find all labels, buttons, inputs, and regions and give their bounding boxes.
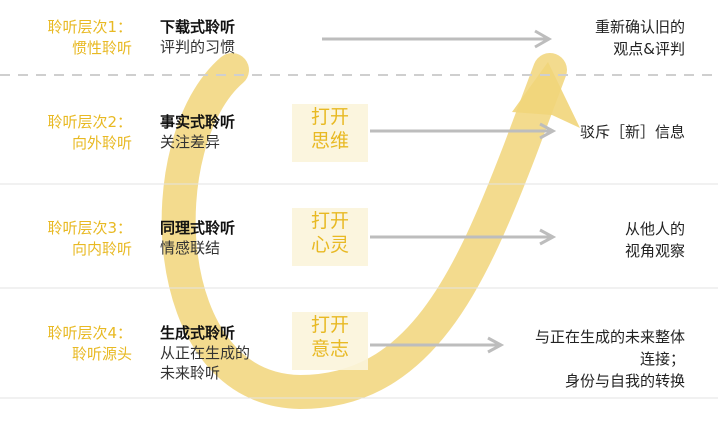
level-1-mode: 下载式聆听 评判的习惯 (160, 17, 235, 57)
level-2-open-line-2: 思维 (300, 129, 360, 153)
level-3-mode-desc: 情感联结 (160, 238, 235, 258)
level-2-mode-desc: 关注差异 (160, 132, 235, 152)
level-4-outcome: 与正在生成的未来整体 连接； 身份与自我的转换 (535, 326, 685, 392)
level-2-sub: 向外聆听 (22, 133, 132, 154)
level-3-open-line-1: 打开 (300, 209, 360, 233)
level-3-mode: 同理式聆听 情感联结 (160, 218, 235, 258)
level-4-open-line-1: 打开 (300, 313, 360, 337)
level-2-outcome: 驳斥［新］信息 (580, 121, 685, 143)
level-4-label: 聆听层次4： 聆听源头 (22, 323, 132, 365)
level-4-mode-desc: 从正在生成的 (160, 343, 250, 363)
level-4-name: 聆听层次4： (22, 323, 132, 344)
level-2-label: 聆听层次2： 向外聆听 (22, 112, 132, 154)
level-3-open-line-2: 心灵 (300, 233, 360, 257)
level-1-outcome: 重新确认旧的 观点&评判 (595, 16, 685, 60)
level-3-label: 聆听层次3： 向内聆听 (22, 218, 132, 260)
level-1-mode-title: 下载式聆听 (160, 17, 235, 37)
level-2-outcome-line-1: 驳斥［新］信息 (580, 121, 685, 143)
level-2-mode: 事实式聆听 关注差异 (160, 112, 235, 152)
level-3-sub: 向内聆听 (22, 239, 132, 260)
level-4-open: 打开 意志 (300, 313, 360, 361)
level-3-outcome-line-1: 从他人的 (625, 218, 685, 240)
level-2-open-line-1: 打开 (300, 105, 360, 129)
level-4-sub: 聆听源头 (22, 344, 132, 365)
level-3-open: 打开 心灵 (300, 209, 360, 257)
level-3-outcome: 从他人的 视角观察 (625, 218, 685, 262)
level-4-mode: 生成式聆听 从正在生成的 未来聆听 (160, 323, 250, 383)
level-4-outcome-line-1: 与正在生成的未来整体 (535, 326, 685, 348)
level-4-mode-title: 生成式聆听 (160, 323, 250, 343)
level-4-outcome-line-3: 身份与自我的转换 (535, 370, 685, 392)
level-4-outcome-line-2: 连接； (535, 348, 685, 370)
level-3-outcome-line-2: 视角观察 (625, 240, 685, 262)
level-1-outcome-line-1: 重新确认旧的 (595, 16, 685, 38)
level-2-name: 聆听层次2： (22, 112, 132, 133)
level-3-name: 聆听层次3： (22, 218, 132, 239)
level-4-mode-desc-2: 未来聆听 (160, 363, 250, 383)
level-1-name: 聆听层次1： (22, 17, 132, 38)
level-2-open: 打开 思维 (300, 105, 360, 153)
level-3-mode-title: 同理式聆听 (160, 218, 235, 238)
level-1-outcome-line-2: 观点&评判 (595, 38, 685, 60)
level-4-open-line-2: 意志 (300, 337, 360, 361)
level-1-mode-desc: 评判的习惯 (160, 37, 235, 57)
level-2-mode-title: 事实式聆听 (160, 112, 235, 132)
level-1-sub: 惯性聆听 (22, 38, 132, 59)
level-1-label: 聆听层次1： 惯性聆听 (22, 17, 132, 59)
